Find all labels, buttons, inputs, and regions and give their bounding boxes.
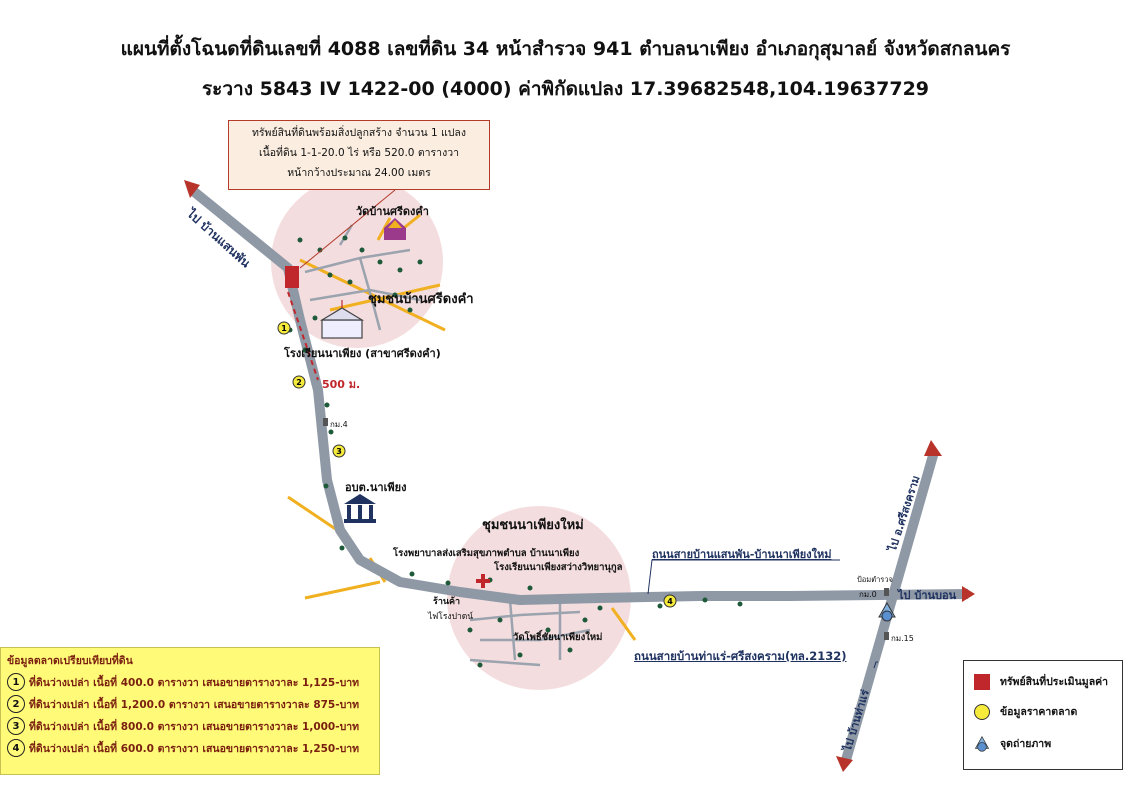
market-row-text: ที่ดินว่างเปล่า เนื้อที่ 400.0 ตารางวา เ… [29, 676, 360, 689]
label-wat-sridongkham: วัดบ้านศรีดงคำ [356, 205, 429, 218]
label-wat-napiang-mai: วัดโพธิ์ชัยนาเพียงใหม่ [513, 632, 603, 643]
label-school2: โรงเรียนนาเพียงสว่างวิทยานุกูล [494, 562, 623, 573]
market-row-number: 4 [7, 739, 25, 757]
callout-line2: เนื้อที่ดิน 1-1-20.0 ไร่ หรือ 520.0 ตารา… [258, 147, 459, 159]
market-row-number: 1 [7, 673, 25, 691]
label-distance: 500 ม. [322, 378, 361, 391]
svg-text:3: 3 [336, 447, 342, 456]
local-roads [304, 224, 591, 667]
property-marker [285, 266, 299, 288]
callout-line1: ทรัพย์สินที่ดินพร้อมสิ่งปลูกสร้าง จำนวน … [252, 127, 466, 139]
label-obt-napiang: อบต.นาเพียง [345, 481, 407, 494]
svg-text:1: 1 [281, 324, 287, 333]
svg-text:4: 4 [667, 597, 673, 606]
label-road-tha-rae-sri-songkhram: ถนนสายบ้านท่าแร่-ศรีสงคราม(ทล.2132) [634, 649, 847, 663]
market-point-markers: 1 2 3 4 [277, 321, 677, 608]
property-swatch-icon [974, 673, 990, 690]
photo-point-legend-icon [974, 735, 990, 752]
market-circle-icon [974, 703, 990, 720]
photo-point-icon [878, 601, 896, 622]
callout-line3: หน้ากว้างประมาณ 24.00 เมตร [287, 167, 431, 179]
label-electric: ไฟโรงปาดน์ [428, 612, 474, 622]
arrow-to-sri-songkhram [924, 440, 942, 456]
label-km15: กม.15 [891, 634, 914, 643]
temple-icon [384, 218, 406, 240]
label-hospital: โรงพยาบาลส่งเสริมสุขภาพตำบล บ้านนาเพียง [393, 548, 580, 559]
market-comparison-box: ข้อมูลตลาดเปรียบเทียบที่ดิน 1 ที่ดินว่าง… [0, 647, 380, 775]
property-callout: ทรัพย์สินที่ดินพร้อมสิ่งปลูกสร้าง จำนวน … [228, 120, 490, 190]
market-row: 3 ที่ดินว่างเปล่า เนื้อที่ 800.0 ตารางวา… [7, 715, 373, 737]
community-area-sridongkham [271, 176, 443, 348]
market-row: 4 ที่ดินว่างเปล่า เนื้อที่ 600.0 ตารางวา… [7, 737, 373, 759]
legend-item-property: ทรัพย์สินที่ประเมินมูลค่า [974, 673, 1108, 690]
svg-text:2: 2 [296, 378, 302, 387]
map-legend: ทรัพย์สินที่ประเมินมูลค่า ข้อมูลราคาตลาด… [963, 660, 1123, 770]
arrow-to-ban-saen-phan [184, 180, 200, 198]
distance-line [287, 291, 319, 381]
label-road-saen-phan-napiang-mai: ถนนสายบ้านแสนพัน-บ้านนาเพียงใหม่ [652, 548, 832, 561]
arrow-to-ban-bon [962, 586, 975, 602]
market-row: 1 ที่ดินว่างเปล่า เนื้อที่ 400.0 ตารางวา… [7, 671, 373, 693]
km-post-icons [323, 418, 889, 640]
label-community-napiang-mai: ชุมชนนาเพียงใหม่ [482, 518, 584, 533]
legend-item-market: ข้อมูลราคาตลาด [974, 703, 1077, 720]
market-row-text: ที่ดินว่างเปล่า เนื้อที่ 1,200.0 ตารางวา… [29, 698, 360, 711]
legend-item-photo: จุดถ่ายภาพ [974, 735, 1051, 752]
legend-label: ข้อมูลราคาตลาด [1000, 706, 1078, 718]
market-header: ข้อมูลตลาดเปรียบเทียบที่ดิน [7, 655, 133, 667]
label-school: โรงเรียนนาเพียง (สาขาศรีดงคำ) [284, 347, 441, 360]
map-title-line1: แผนที่ตั้งโฉนดที่ดินเลขที่ 4088 เลขที่ดิ… [120, 38, 1011, 60]
label-police: ป้อมตำรวจ [857, 575, 893, 584]
label-km4: กม.4 [330, 420, 348, 429]
label-community-sridongkham: ชุมชนบ้านศรีดงคำ [368, 292, 474, 307]
legend-label: ทรัพย์สินที่ประเมินมูลค่า [1000, 676, 1109, 688]
market-row-number: 2 [7, 695, 25, 713]
label-km0: กม.0 [859, 590, 877, 599]
label-shop: ร้านค้า [433, 597, 461, 607]
market-row-number: 3 [7, 717, 25, 735]
legend-label: จุดถ่ายภาพ [1000, 738, 1052, 750]
government-office-icon [344, 494, 376, 523]
arrow-to-ban-tha-rae [836, 756, 853, 772]
market-row-text: ที่ดินว่างเปล่า เนื้อที่ 600.0 ตารางวา เ… [29, 742, 360, 755]
market-row: 2 ที่ดินว่างเปล่า เนื้อที่ 1,200.0 ตาราง… [7, 693, 373, 715]
label-to-ban-bon: ไป บ้านบอน [898, 589, 957, 602]
map-title-line2: ระวาง 5843 IV 1422-00 (4000) ค่าพิกัดแปล… [201, 78, 930, 100]
school-icon [319, 300, 365, 339]
market-row-text: ที่ดินว่างเปล่า เนื้อที่ 800.0 ตารางวา เ… [29, 720, 360, 733]
hospital-icon [476, 574, 490, 588]
highway-2132 [841, 450, 939, 762]
